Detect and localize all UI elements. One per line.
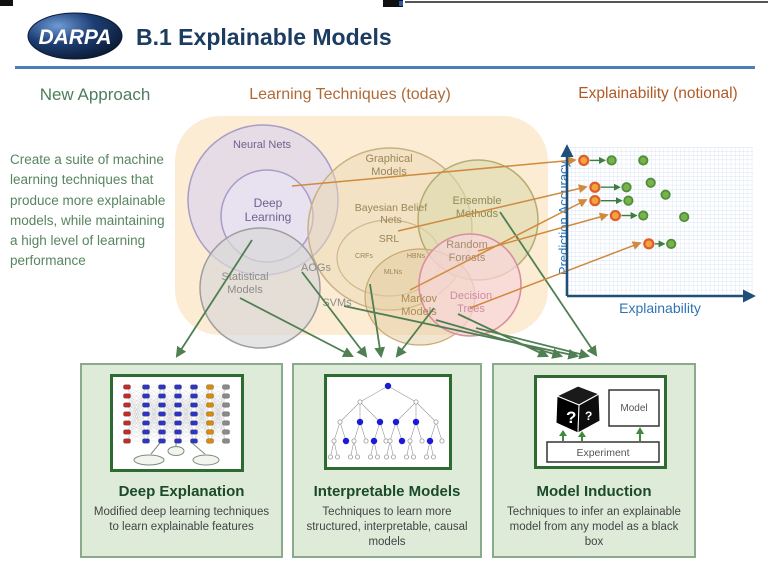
x-axis-label: Explainability [619,300,701,316]
window-artifact [405,1,768,3]
new-approach-heading: New Approach [39,85,151,104]
model-induction-title: Model Induction [536,483,652,500]
page-title: B.1 Explainable Models [136,24,392,50]
tree-model-graphic [328,382,445,460]
venn-label-crfs: CRFs [355,253,373,260]
window-artifact [399,1,403,6]
deep-explanation-box: Deep Explanation Modified deep learning … [80,363,283,558]
neural-network-graphic [123,384,230,466]
model-box-label: Model [620,403,647,414]
venn-label-decision-trees: Decision Trees [449,290,493,315]
experiment-arrows [559,427,644,441]
experiment-box-label: Experiment [576,447,629,459]
venn-label-srl: SRL [378,233,400,245]
scatter-plot-frame [569,147,753,294]
venn-label-graphical-models: Graphical Models [365,153,413,178]
darpa-logo-icon: DARPA [27,12,123,60]
venn-label-statistical-models: Statistical Models [221,271,269,296]
venn-label-ensemble-methods: Ensemble Methods [452,195,502,220]
interpretable-models-body: Techniques to learn more structured, int… [306,506,468,548]
y-axis-label: Prediction Accuracy [556,160,571,276]
venn-label-neural-nets: Neural Nets [232,139,292,151]
interpretable-models-image [324,374,452,470]
interpretable-models-box: Interpretable Models Techniques to learn… [292,363,482,558]
venn-label-bayesian-belief-nets: Bayesian Belief Nets [354,202,428,227]
black-box-cube-icon [555,385,601,434]
explainability-chart-title: Explainability (notional) [578,85,738,102]
learning-techniques-title: Learning Techniques (today) [249,86,451,103]
black-box-graphic: ? ? Model Experiment [546,385,660,463]
interpretable-models-title: Interpretable Models [313,483,461,500]
model-induction-box: ? ? Model Experiment Model Induction Tec… [492,363,696,558]
window-artifact [0,0,13,6]
new-approach-body: Create a suite of machine learning techn… [10,152,166,269]
deep-explanation-image [110,374,244,472]
venn-label-svms: SVMs [322,297,352,309]
model-induction-body: Techniques to infer an explainable model… [507,506,681,548]
deep-explanation-body: Modified deep learning techniques to lea… [93,506,270,533]
venn-label-deep-learning: Deep Learning [244,196,292,224]
venn-label-mlns: MLNs [383,269,403,276]
deep-explanation-title: Deep Explanation [118,483,245,500]
venn-label-hbns: HBNs [406,253,426,260]
header-divider [15,66,755,69]
venn-label-random-forests: Random Forests [446,239,488,264]
darpa-logo-text: DARPA [38,26,111,49]
venn-label-markov-models: Markov Models [400,293,438,318]
window-artifact [383,0,403,7]
question-mark-icon: ? [566,408,576,427]
model-induction-image: ? ? Model Experiment [534,375,667,469]
question-mark-icon: ? [585,409,592,423]
venn-label-aogs: AOGs [301,262,331,274]
